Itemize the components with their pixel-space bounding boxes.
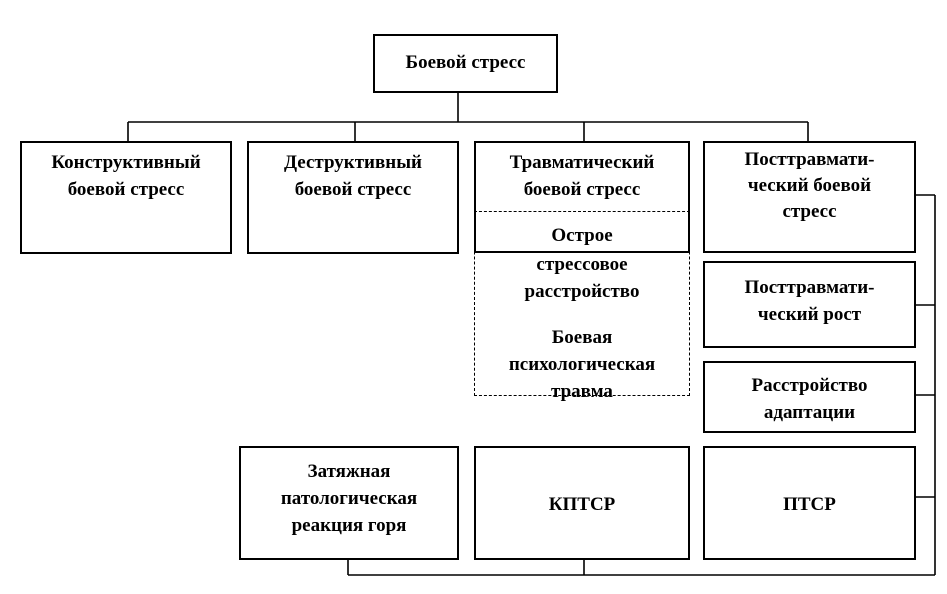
node-ptsd: ПТСР (703, 446, 916, 560)
node-posttraumatic-growth: Посттравмати- ческий рост (703, 261, 916, 348)
node-label: Деструктивный боевой стресс (283, 152, 422, 200)
node-prolonged-grief: Затяжная патологическая реакция горя (239, 446, 459, 560)
node-label: Боевой стресс (405, 52, 526, 73)
node-label: Травматический боевой стресс (509, 152, 655, 200)
node-traumatic-stress: Травматический боевой стресс (474, 141, 690, 253)
traumatic-outcomes-region (474, 211, 690, 396)
node-label: Посттравмати- ческий боевой стресс (744, 149, 875, 222)
outcome-acute-stress-disorder: стрессовое расстройство (524, 254, 640, 302)
node-posttraumatic-stress: Посттравмати- ческий боевой стресс (703, 141, 916, 253)
node-label: КПТСР (548, 494, 616, 515)
node-cptsd: КПТСР (474, 446, 690, 560)
outcome-acute: Острое (551, 225, 613, 246)
node-adjustment-disorder: Расстройство адаптации (703, 361, 916, 433)
node-label: Посттравмати- ческий рост (744, 277, 875, 325)
node-label: Расстройство адаптации (751, 375, 868, 423)
node-destructive-stress: Деструктивный боевой стресс (247, 141, 459, 254)
outcome-combat-psych-trauma: Боевая психологическая травма (508, 327, 656, 402)
node-label: Затяжная патологическая реакция горя (280, 461, 418, 536)
node-label: ПТСР (783, 494, 836, 515)
node-constructive-stress: Конструктивный боевой стресс (20, 141, 232, 254)
node-combat-stress: Боевой стресс (373, 34, 558, 93)
node-label: Конструктивный боевой стресс (51, 152, 201, 200)
